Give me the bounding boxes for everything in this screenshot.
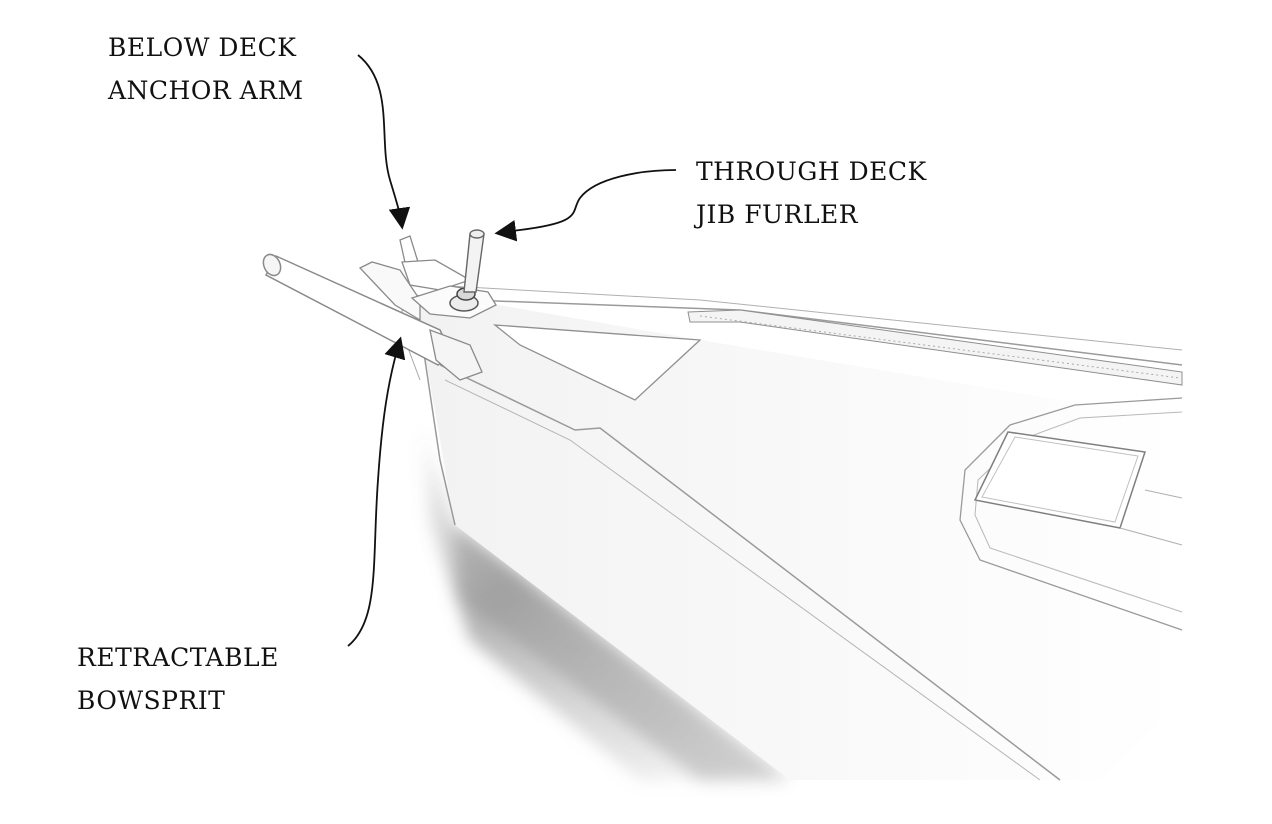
bowsprit-housing xyxy=(429,328,483,381)
anchor-arm-label-line1: BELOW DECK xyxy=(108,33,297,62)
coachroof-inner xyxy=(974,411,1183,613)
coachroof xyxy=(959,397,1183,631)
jib-furler-label-line1: THROUGH DECK xyxy=(696,157,927,186)
sheer-line xyxy=(439,364,1061,781)
jib-furler-arrow xyxy=(494,169,677,242)
bowsprit-tip xyxy=(262,253,282,277)
hull-topside xyxy=(415,300,1182,780)
toe-rail xyxy=(687,309,1183,386)
deck-edge-inner xyxy=(429,284,1183,351)
anchor-arm-label: BELOW DECK ANCHOR ARM xyxy=(108,26,304,112)
furler-top-cap xyxy=(469,229,485,239)
sheer-line-lower xyxy=(444,379,1041,781)
cabin-hatch-inner xyxy=(981,436,1139,523)
bowsprit-label: RETRACTABLE BOWSPRIT xyxy=(77,636,279,722)
anchor-arm-label-line2: ANCHOR ARM xyxy=(108,76,304,105)
anchor-arm-arrow xyxy=(357,54,411,230)
jib-furler-label: THROUGH DECK JIB FURLER xyxy=(696,150,927,236)
foredeck-hatch xyxy=(492,324,702,401)
bowsprit-label-line2: BOWSPRIT xyxy=(77,686,226,715)
bowsprit-label-line1: RETRACTABLE xyxy=(77,643,279,672)
jib-furler-label-line2: JIB FURLER xyxy=(696,200,859,229)
bow-fitting xyxy=(401,259,472,291)
toe-rail-hatching xyxy=(699,315,1181,379)
coachroof-lower-line xyxy=(1119,489,1183,546)
furler-spindle xyxy=(463,233,485,293)
bowsprit-arrow xyxy=(347,336,406,647)
